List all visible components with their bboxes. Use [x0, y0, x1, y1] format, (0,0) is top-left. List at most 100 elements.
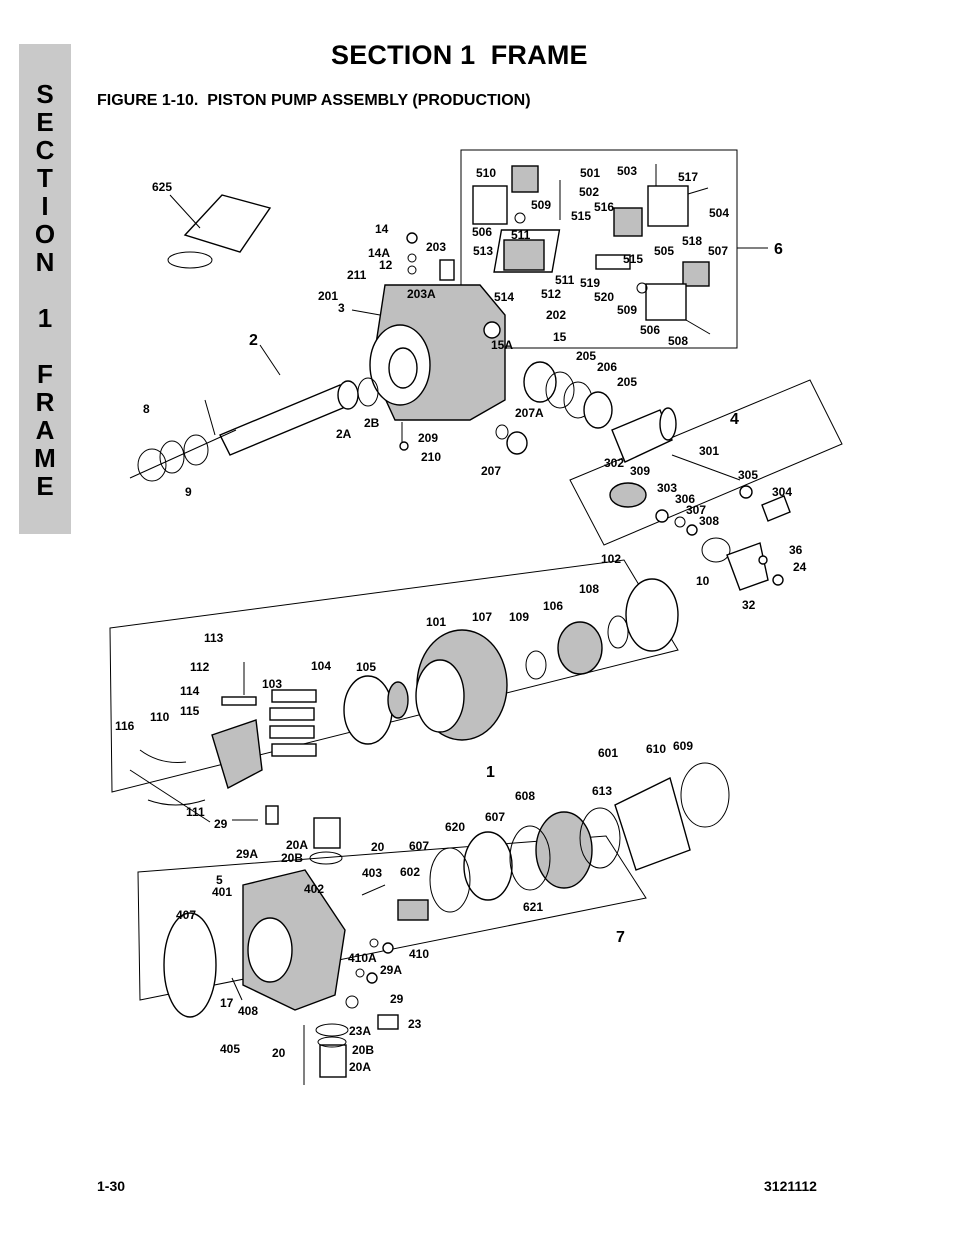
callout: 1: [486, 764, 495, 781]
page-number: 1-30: [97, 1178, 126, 1194]
callout: 2: [249, 332, 258, 349]
callout: 103: [262, 677, 282, 691]
callout: 5: [216, 873, 223, 887]
callout: 201: [318, 289, 338, 303]
gasket-plate: [163, 912, 217, 1018]
side-tab-letter: S: [36, 79, 54, 109]
callout: 20: [371, 840, 385, 854]
callout: 610: [646, 742, 666, 756]
callout: 408: [238, 1004, 258, 1018]
callout: 8: [143, 402, 150, 416]
callout: 621: [523, 900, 543, 914]
callout: 29: [390, 992, 404, 1006]
callout: 309: [630, 464, 650, 478]
callout: 512: [541, 287, 561, 301]
callout: 509: [617, 303, 637, 317]
callout: 401: [212, 885, 232, 899]
callout: 14: [375, 222, 389, 236]
callout: 507: [708, 244, 728, 258]
callout: 115: [180, 704, 200, 718]
spring-part: [609, 482, 647, 508]
callout: 20B: [352, 1043, 374, 1057]
callout: 505: [654, 244, 674, 258]
callout: 308: [699, 514, 719, 528]
callout: 301: [699, 444, 719, 458]
side-tab-letter: F: [37, 359, 53, 389]
callout: 403: [362, 866, 382, 880]
callout: 29A: [380, 963, 402, 977]
callout: 105: [356, 660, 376, 674]
callout: 211: [347, 268, 367, 282]
callout: 104: [311, 659, 331, 673]
callout: 108: [579, 582, 599, 596]
callout: 109: [509, 610, 529, 624]
callout: 607: [409, 839, 429, 853]
callout: 20: [272, 1046, 286, 1060]
side-tab-letter: R: [35, 387, 55, 417]
side-tab-letter: O: [34, 219, 56, 249]
callout: 609: [673, 739, 693, 753]
callout: 110: [150, 710, 170, 724]
callout: 20A: [349, 1060, 371, 1074]
callout: 508: [668, 334, 688, 348]
callout: 23A: [349, 1024, 371, 1038]
callout: 518: [682, 234, 702, 248]
callout: 9: [185, 485, 192, 499]
callout: 203: [426, 240, 446, 254]
callout: 101: [426, 615, 446, 629]
side-tab-letter: 1: [37, 303, 53, 333]
callout: 15A: [491, 338, 513, 352]
side-tab-letter: E: [36, 471, 54, 501]
callout: 107: [472, 610, 492, 624]
side-tab-letter: T: [37, 163, 53, 193]
group-1-frame: [109, 559, 679, 793]
callout: 7: [616, 929, 625, 946]
callout: 2A: [336, 427, 352, 441]
spring-part: [557, 621, 603, 675]
drive-shaft: [219, 384, 351, 456]
callout: 36: [789, 543, 803, 557]
callout: 32: [742, 598, 756, 612]
swashplate: [211, 719, 263, 790]
callout: 607: [485, 810, 505, 824]
callout: 602: [400, 865, 420, 879]
callout: 514: [494, 290, 514, 304]
callout: 410: [409, 947, 429, 961]
callout: 209: [418, 431, 438, 445]
callout: 20A: [286, 838, 308, 852]
solenoid-part: [472, 185, 508, 225]
group-6-frame: [460, 149, 738, 349]
side-tab-letter: E: [36, 107, 54, 137]
side-tab-letter: I: [41, 191, 49, 221]
callout: 613: [592, 784, 612, 798]
flange-part: [614, 776, 691, 871]
callout: 306: [675, 492, 695, 506]
callout: 620: [445, 820, 465, 834]
callout: 510: [476, 166, 496, 180]
callout: 15: [553, 330, 567, 344]
callout: 516: [594, 200, 614, 214]
callout: 14A: [368, 246, 390, 260]
side-tab-letter: N: [35, 247, 55, 277]
callout: 205: [617, 375, 637, 389]
callout: 2B: [364, 416, 380, 430]
callout: 29: [214, 817, 228, 831]
callout: 502: [579, 185, 599, 199]
callout: 112: [190, 660, 210, 674]
callout: 405: [220, 1042, 240, 1056]
callout: 302: [604, 456, 624, 470]
figure-title: FIGURE 1-10. PISTON PUMP ASSEMBLY (PRODU…: [97, 92, 531, 109]
callout: 517: [678, 170, 698, 184]
callout: 511: [555, 273, 575, 287]
callout: 205: [576, 349, 596, 363]
side-tab-letter: A: [35, 415, 55, 445]
callout: 303: [657, 481, 677, 495]
callout: 207: [481, 464, 501, 478]
seal-kit-bag: [183, 194, 272, 253]
callout: 519: [580, 276, 600, 290]
callout: 106: [543, 599, 563, 613]
document-number: 3121112: [764, 1178, 817, 1194]
callout: 307: [686, 503, 706, 517]
callout: 102: [601, 552, 621, 566]
